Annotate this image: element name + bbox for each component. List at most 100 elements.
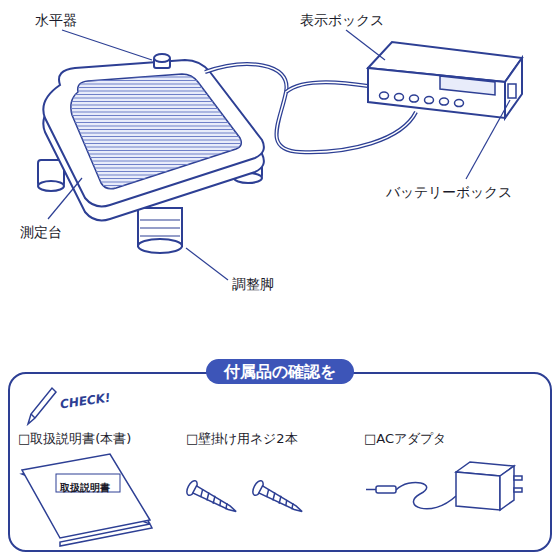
display-button: [380, 92, 389, 99]
label-holder: □取扱説明書(本書): [18, 428, 131, 447]
hatch-line: [60, 182, 260, 183]
hatch-line: [60, 91, 260, 92]
hatch-line: [60, 119, 260, 120]
adapter-cord: [396, 482, 456, 508]
screw-thread: [265, 489, 295, 510]
leader-lines: [48, 30, 510, 280]
hatch-line: [60, 171, 260, 172]
hatch-line: [60, 140, 260, 141]
hatch-line: [60, 105, 260, 106]
item-label: □壁掛け用ネジ2本: [186, 431, 298, 447]
part-label: 測定台: [20, 224, 62, 241]
label-holder: バッテリーボックス: [386, 182, 512, 201]
part-label: 水平器: [35, 12, 77, 29]
ac-adapter: [366, 462, 522, 510]
part-label: 表示ボックス: [300, 12, 384, 29]
hatch-line: [60, 143, 260, 144]
adapter-plug: [376, 486, 396, 493]
leader-line: [62, 30, 152, 60]
hatch-line: [60, 80, 260, 81]
adapter-pin: [366, 489, 376, 491]
label-holder: □ACアダプタ: [364, 428, 446, 447]
display-button: [425, 97, 434, 104]
screws: [185, 479, 306, 518]
foot: [38, 181, 64, 191]
hatch-line: [60, 108, 260, 109]
hatch-line: [60, 164, 260, 165]
hatch-line: [60, 133, 260, 134]
hatch-line: [60, 73, 260, 74]
display-side: [505, 58, 522, 118]
leader-line: [466, 100, 510, 179]
battery-box: [508, 84, 516, 98]
level-top: [154, 54, 170, 62]
hatch-line: [60, 150, 260, 151]
hatch-line: [60, 115, 260, 116]
leader-line: [48, 178, 82, 219]
hatch-line: [60, 129, 260, 130]
hatch-line: [60, 154, 260, 155]
hatch-line: [60, 84, 260, 85]
adapter-side: [500, 466, 514, 510]
display-screen: [440, 76, 495, 95]
frame-heading: 付属品の確認を: [206, 359, 354, 384]
hatch-line: [60, 178, 260, 179]
screw-thread: [199, 489, 229, 510]
cable-outline: [286, 82, 368, 92]
hatch-line: [60, 185, 260, 186]
hatch-line: [60, 126, 260, 127]
hatch-line: [60, 175, 260, 176]
hatch-line: [60, 147, 260, 148]
hatch-line: [60, 87, 260, 88]
hatch-line: [60, 77, 260, 78]
display-buttons: [380, 92, 464, 107]
display-button: [395, 94, 404, 101]
pad-hatching: [60, 70, 260, 193]
hatch-line: [60, 161, 260, 162]
hatch-line: [60, 101, 260, 102]
leader-line: [186, 248, 228, 280]
check-mark-text: CHECK!: [59, 391, 111, 412]
foot-ridges: [140, 220, 180, 236]
label-holder: CHECK!: [60, 390, 111, 409]
level-bubble: [154, 54, 170, 68]
label-holder: 測定台: [20, 222, 62, 241]
hatch-line: [60, 70, 260, 71]
display-button: [455, 100, 464, 107]
label-holder: 取扱説明書: [60, 476, 110, 495]
pencil-tip: [31, 414, 35, 418]
part-label: 調整脚: [232, 276, 274, 293]
adapter-prong: [514, 476, 522, 480]
adapter-front: [456, 472, 500, 510]
pencil-body: [28, 388, 56, 424]
label-holder: 調整脚: [232, 274, 274, 293]
display-button: [410, 95, 419, 102]
adjust-foot: [138, 239, 182, 253]
hatch-line: [60, 122, 260, 123]
display-box: [368, 42, 522, 118]
hatch-line: [60, 192, 260, 193]
book-cover: [22, 454, 150, 538]
screw-shaft: [193, 486, 238, 515]
manual-book: [22, 454, 152, 546]
label-holder: 水平器: [35, 10, 77, 29]
label-holder: 表示ボックス: [300, 10, 384, 29]
scale-platform: [43, 60, 264, 220]
item-label: □取扱説明書(本書): [18, 431, 131, 447]
pencil: [28, 388, 56, 424]
screw: [251, 479, 306, 518]
hatch-line: [60, 157, 260, 158]
hatch-line: [60, 168, 260, 169]
screw-shaft: [259, 486, 304, 515]
item-label: □ACアダプタ: [364, 431, 446, 447]
hatch-line: [60, 112, 260, 113]
hatch-line: [60, 98, 260, 99]
hatch-line: [60, 189, 260, 190]
part-label: バッテリーボックス: [386, 184, 512, 201]
display-front: [368, 68, 505, 118]
label-holder: □壁掛け用ネジ2本: [186, 428, 298, 447]
screw: [185, 479, 240, 518]
hatch-line: [60, 94, 260, 95]
